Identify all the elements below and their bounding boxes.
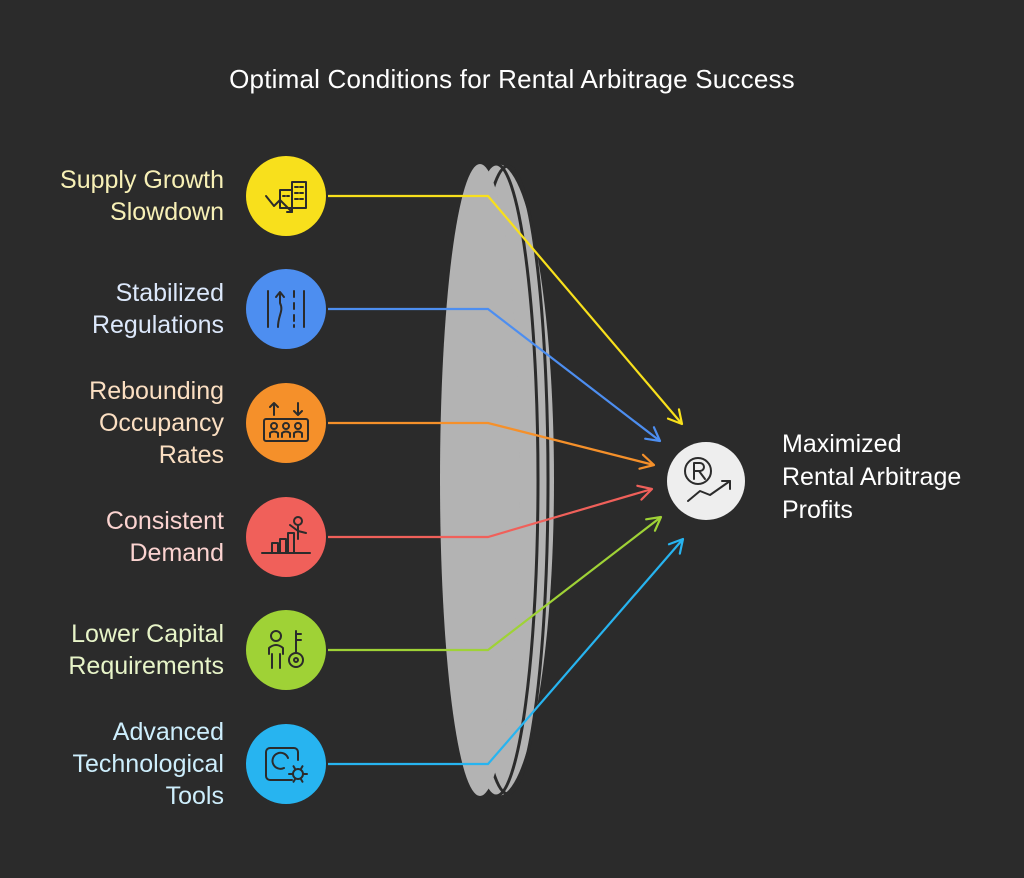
factor-label-line: Slowdown [110,198,224,226]
person-key-icon [268,630,304,669]
result-label: Maximized Rental Arbitrage Profits [782,428,1012,527]
factor-label-line: Rates [158,441,224,469]
rental-profit-icon [684,457,731,502]
connector-arrow [328,194,684,426]
connector-arrow [328,515,663,652]
lens-face [440,164,520,796]
factor-node [246,269,326,349]
factor-label-line: Lower Capital [71,620,224,648]
factor-label-line: Stabilized [115,279,224,307]
factor-node [246,610,326,690]
factor-label-line: Technological [72,750,225,778]
people-occupancy-icon [263,402,309,442]
factor-node [246,724,326,804]
factor-node [246,383,326,463]
factor-label-line: Demand [129,539,225,567]
factor-label-line: Regulations [91,311,224,339]
result-label-line: Profits [782,496,853,524]
factor-label-line: Rebounding [89,377,224,405]
factor-label-line: Requirements [68,652,224,680]
connector-arrow [328,537,685,766]
result-label-line: Maximized [782,430,902,458]
building-decline-icon [265,181,307,213]
result-label-line: Rental Arbitrage [782,463,962,491]
diagram-title: Optimal Conditions for Rental Arbitrage … [229,64,795,94]
arrow-group [328,194,685,766]
result-node [667,442,745,520]
connector-arrow [328,307,662,443]
factor-label-line: Occupancy [98,409,224,437]
factor-label-line: Tools [165,782,224,810]
factor-node [246,497,326,577]
road-lanes-icon [267,290,305,328]
factor-label-line: Advanced [112,718,224,746]
connector-arrow [328,484,654,539]
factor-label-line: Supply Growth [60,166,224,194]
factor-node [246,156,326,236]
node-group [246,156,745,804]
device-gear-icon [265,747,308,783]
factor-label-line: Consistent [105,507,224,535]
connector-arrow [328,421,656,470]
lens-group [440,162,554,798]
person-growth-chart-icon [261,516,311,554]
